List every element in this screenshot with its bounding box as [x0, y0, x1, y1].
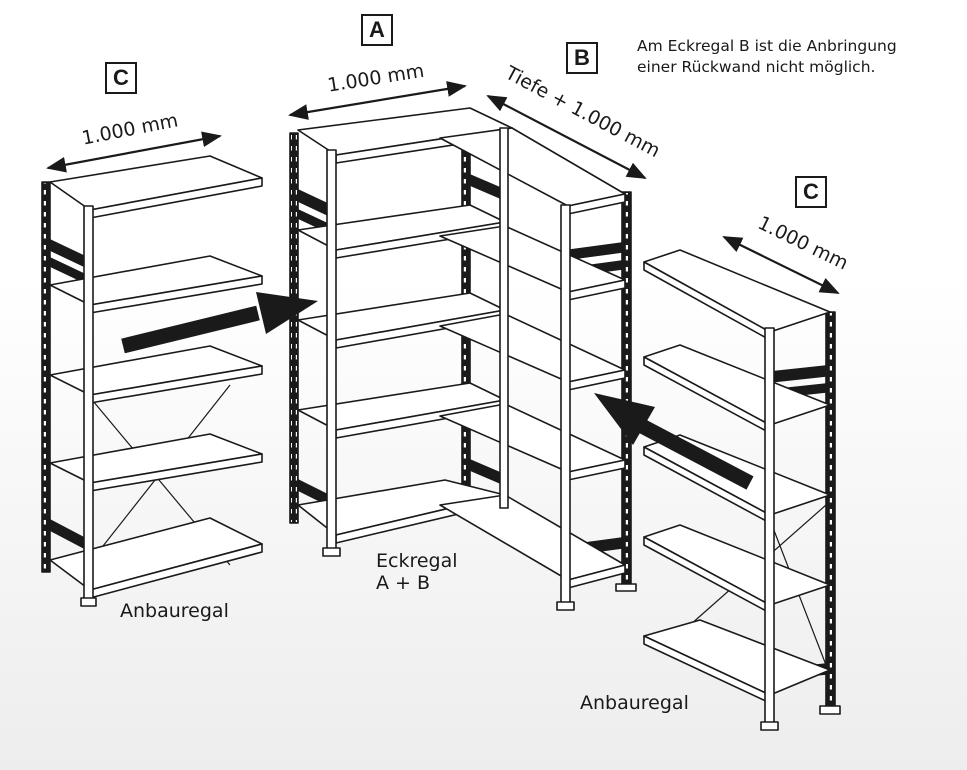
shelf-board: [49, 155, 263, 219]
shelf-board: [643, 619, 831, 704]
label-corner-shelf: Eckregal A + B: [376, 550, 458, 594]
shelf-board: [49, 345, 263, 404]
shelf-board: [643, 524, 831, 614]
badge-a: A: [361, 14, 393, 46]
shelf-board: [49, 255, 263, 314]
dim-line-c-left: [46, 131, 222, 173]
left-connection-arrow: [121, 305, 260, 354]
shelf-board: [49, 517, 263, 599]
note-line-1: Am Eckregal B ist die Anbringung: [637, 37, 897, 55]
badge-c-left: C: [105, 62, 137, 94]
right-arrowhead: [594, 393, 655, 445]
label-corner-shelf-line1: Eckregal: [376, 550, 458, 572]
label-right-addon-shelf: Anbauregal: [580, 692, 689, 714]
shelf-board: [643, 249, 831, 341]
dim-line-c-right: [722, 236, 840, 294]
label-left-addon-shelf: Anbauregal: [120, 600, 229, 622]
label-corner-shelf-line2: A + B: [376, 572, 431, 594]
dimension-lines: [46, 81, 840, 294]
left-addon-shelf: [41, 155, 263, 607]
connection-arrows: [121, 292, 754, 490]
badge-b: B: [566, 42, 598, 74]
rear-wall-note: Am Eckregal B ist die Anbringung einer R…: [637, 36, 897, 78]
note-line-2: einer Rückwand nicht möglich.: [637, 58, 876, 76]
corner-shelf-a-b: [289, 107, 637, 611]
shelf-board: [297, 479, 626, 589]
left-arrowhead: [256, 292, 318, 334]
badge-c-right: C: [795, 176, 827, 208]
right-connection-arrow: [636, 418, 754, 490]
shelf-board: [297, 382, 626, 481]
shelf-board: [49, 433, 263, 492]
dim-line-a: [288, 81, 467, 120]
dim-line-b: [486, 95, 647, 179]
right-addon-shelf: [643, 249, 841, 731]
shelf-board: [297, 204, 626, 301]
